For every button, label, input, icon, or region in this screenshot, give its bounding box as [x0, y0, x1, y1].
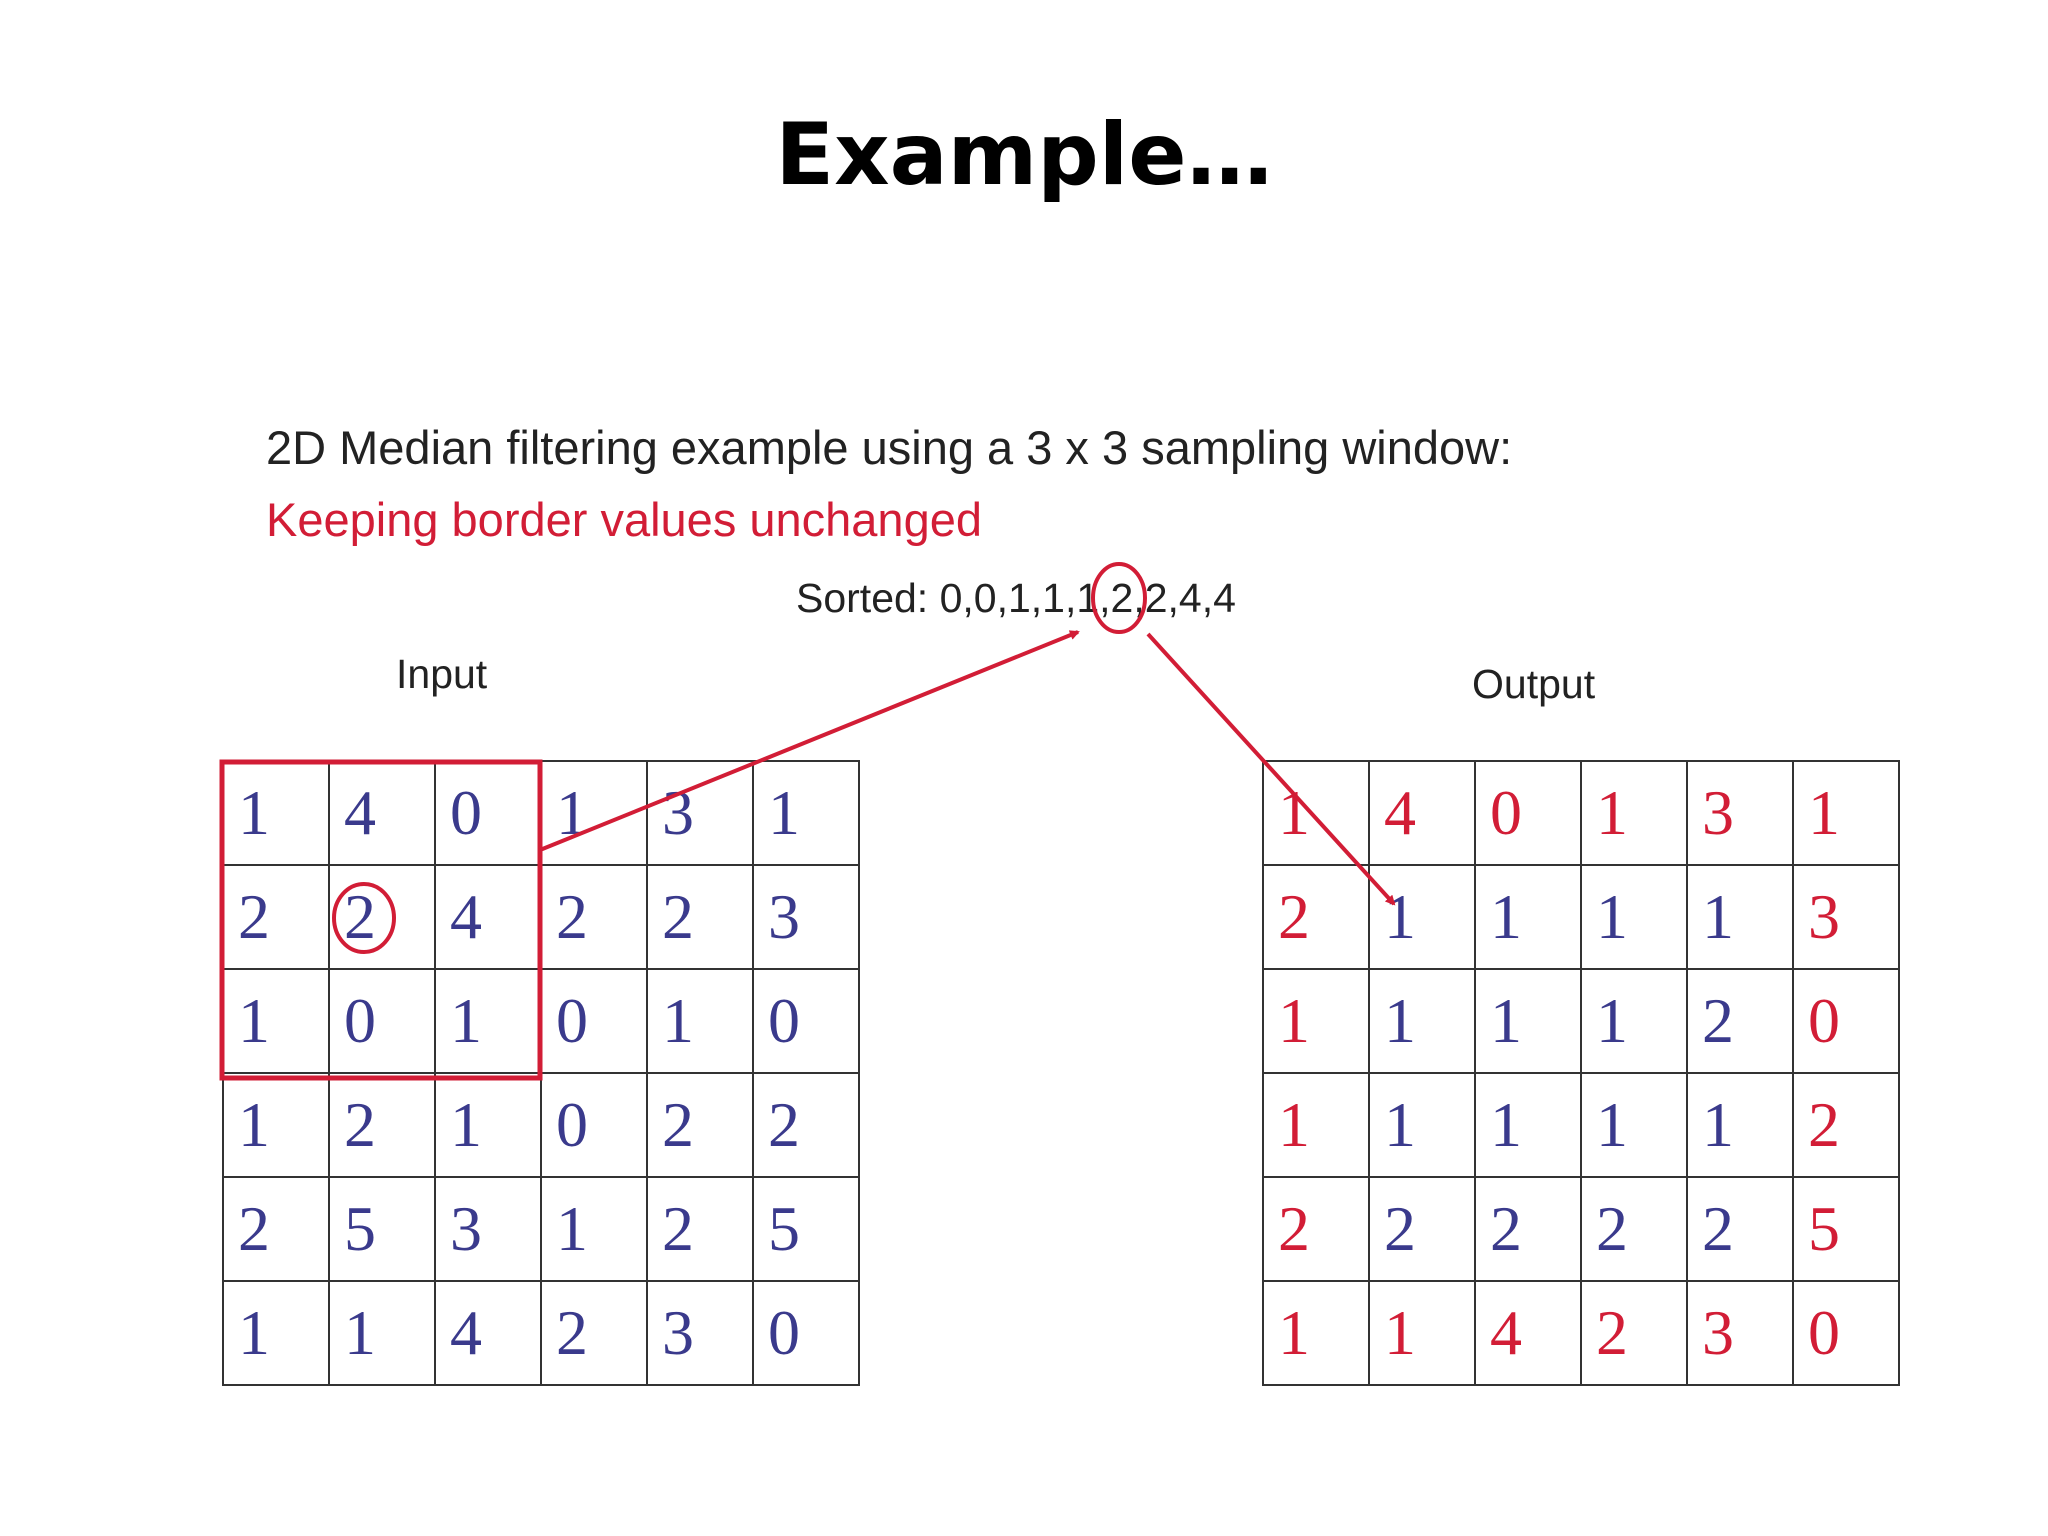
output-cell: 1 — [1794, 762, 1900, 866]
output-cell: 2 — [1476, 1178, 1582, 1282]
output-cell: 1 — [1476, 1074, 1582, 1178]
input-cell: 1 — [224, 762, 330, 866]
output-cell: 1 — [1688, 866, 1794, 970]
input-cell: 3 — [648, 762, 754, 866]
output-cell: 1 — [1370, 970, 1476, 1074]
input-cell: 3 — [754, 866, 860, 970]
input-cell: 2 — [542, 866, 648, 970]
diagram-subtitle: 2D Median filtering example using a 3 x … — [266, 421, 1513, 474]
output-cell: 0 — [1476, 762, 1582, 866]
input-cell: 1 — [542, 1178, 648, 1282]
input-cell: 1 — [542, 762, 648, 866]
output-cell: 4 — [1370, 762, 1476, 866]
input-cell: 0 — [542, 970, 648, 1074]
sorted-values: Sorted: 0,0,1,1,1,2,2,4,4 — [796, 575, 1236, 621]
input-cell: 2 — [542, 1282, 648, 1386]
input-cell: 2 — [648, 1178, 754, 1282]
output-cell: 1 — [1582, 1074, 1688, 1178]
input-cell: 2 — [224, 1178, 330, 1282]
input-cell: 1 — [224, 970, 330, 1074]
input-cell: 2 — [754, 1074, 860, 1178]
output-cell: 0 — [1794, 1282, 1900, 1386]
output-cell: 1 — [1582, 866, 1688, 970]
input-cell: 2 — [330, 866, 436, 970]
output-cell: 1 — [1582, 762, 1688, 866]
input-cell: 4 — [330, 762, 436, 866]
output-cell: 2 — [1582, 1178, 1688, 1282]
output-label: Output — [1472, 661, 1596, 707]
output-cell: 2 — [1582, 1282, 1688, 1386]
input-cell: 2 — [330, 1074, 436, 1178]
output-cell: 1 — [1264, 970, 1370, 1074]
input-cell: 1 — [224, 1282, 330, 1386]
input-cell: 5 — [754, 1178, 860, 1282]
input-cell: 1 — [436, 970, 542, 1074]
input-cell: 1 — [754, 762, 860, 866]
input-cell: 1 — [224, 1074, 330, 1178]
input-cell: 3 — [436, 1178, 542, 1282]
output-cell: 1 — [1264, 1074, 1370, 1178]
input-cell: 1 — [648, 970, 754, 1074]
input-cell: 0 — [436, 762, 542, 866]
input-cell: 4 — [436, 1282, 542, 1386]
slide-title: Example… — [775, 105, 1273, 205]
input-cell: 1 — [330, 1282, 436, 1386]
input-cell: 4 — [436, 866, 542, 970]
input-cell: 5 — [330, 1178, 436, 1282]
input-cell: 0 — [330, 970, 436, 1074]
output-cell: 2 — [1688, 1178, 1794, 1282]
input-cell: 2 — [224, 866, 330, 970]
input-cell: 0 — [754, 1282, 860, 1386]
input-cell: 0 — [542, 1074, 648, 1178]
output-cell: 3 — [1688, 762, 1794, 866]
output-cell: 1 — [1370, 1074, 1476, 1178]
output-cell: 2 — [1688, 970, 1794, 1074]
output-cell: 1 — [1370, 866, 1476, 970]
output-cell: 2 — [1264, 1178, 1370, 1282]
output-cell: 1 — [1264, 1282, 1370, 1386]
output-cell: 1 — [1688, 1074, 1794, 1178]
output-cell: 5 — [1794, 1178, 1900, 1282]
input-cell: 2 — [648, 1074, 754, 1178]
output-cell: 1 — [1476, 970, 1582, 1074]
output-cell: 4 — [1476, 1282, 1582, 1386]
output-cell: 1 — [1370, 1282, 1476, 1386]
output-cell: 2 — [1370, 1178, 1476, 1282]
output-cell: 3 — [1794, 866, 1900, 970]
output-cell: 2 — [1794, 1074, 1900, 1178]
output-cell: 3 — [1688, 1282, 1794, 1386]
input-cell: 1 — [436, 1074, 542, 1178]
output-cell: 1 — [1264, 762, 1370, 866]
output-cell: 0 — [1794, 970, 1900, 1074]
input-cell: 0 — [754, 970, 860, 1074]
input-cell: 2 — [648, 866, 754, 970]
input-label: Input — [396, 651, 488, 697]
input-cell: 3 — [648, 1282, 754, 1386]
output-cell: 2 — [1264, 866, 1370, 970]
output-cell: 1 — [1476, 866, 1582, 970]
output-cell: 1 — [1582, 970, 1688, 1074]
border-note: Keeping border values unchanged — [266, 493, 982, 546]
